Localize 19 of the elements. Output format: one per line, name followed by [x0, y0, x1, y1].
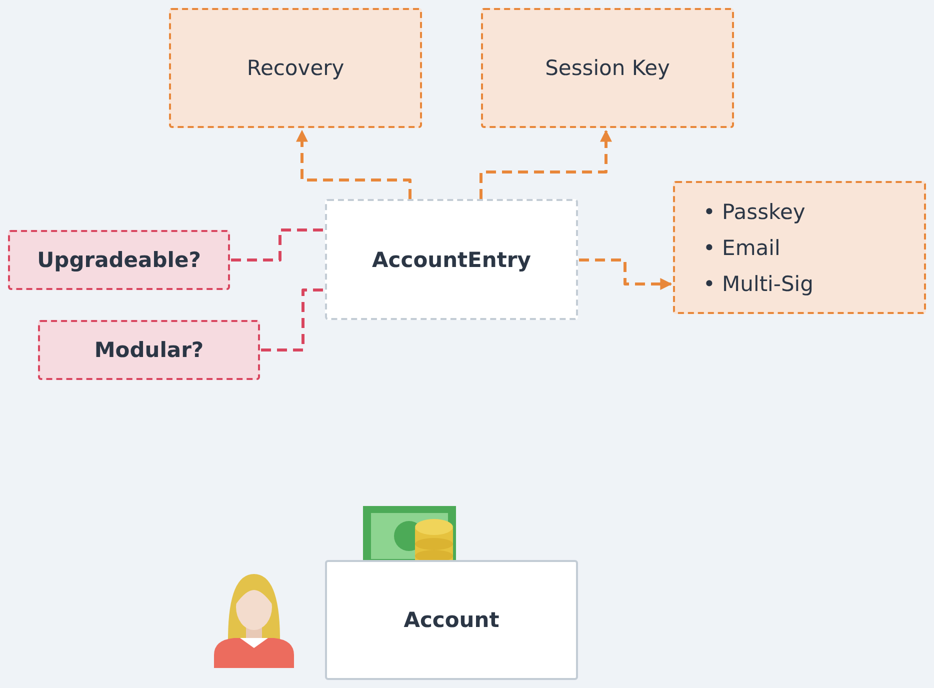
list-item: • Email [703, 234, 782, 262]
list-item: • Multi-Sig [703, 270, 814, 298]
node-label: Session Key [545, 56, 670, 80]
node-label: Account [404, 608, 500, 632]
account-box [325, 560, 578, 680]
process-box [481, 8, 734, 128]
list-box [673, 181, 926, 314]
arrow [480, 130, 612, 199]
list-item: • Passkey [703, 198, 806, 226]
arrow [296, 130, 412, 199]
arrow [579, 258, 672, 290]
node-label: Recovery [246, 56, 344, 80]
node-label: AccountEntry [372, 248, 531, 272]
node-label: Modular? [94, 338, 204, 362]
process-box [325, 199, 578, 320]
question-box [38, 320, 260, 380]
question-box [8, 230, 230, 290]
node-label: Upgradeable? [37, 248, 201, 272]
process-box [169, 8, 422, 128]
